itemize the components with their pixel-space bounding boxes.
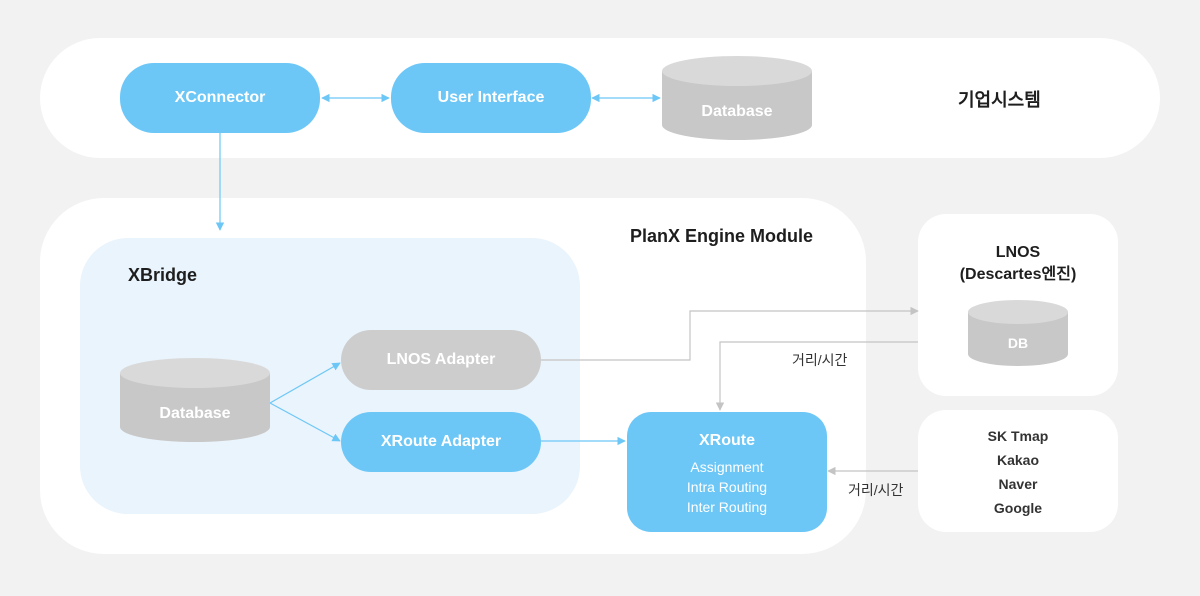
lnos-xroute-edge-label: 거리/시간	[792, 352, 848, 368]
lnos-adapter-node[interactable]: LNOS Adapter	[341, 330, 541, 390]
lnos-xroute-arrow	[715, 341, 918, 411]
providers-panel	[918, 410, 1118, 532]
lnos-adapter-lnos-arrow	[541, 306, 919, 361]
user-interface-node[interactable]: User Interface	[391, 63, 591, 133]
lnos-title-line1: LNOS	[995, 244, 1041, 261]
lnos-title-line2: (Descartes엔진)	[959, 266, 1077, 283]
xroute-line-assignment: Assignment	[690, 459, 764, 475]
xroute-adapter-node[interactable]: XRoute Adapter	[341, 412, 541, 472]
enterprise-database-label: Database	[701, 103, 773, 120]
xroute-adapter-label: XRoute Adapter	[380, 433, 502, 450]
xbridge-database-label: Database	[159, 405, 231, 422]
xconnector-label: XConnector	[174, 89, 266, 106]
xconnector-node[interactable]: XConnector	[120, 63, 320, 133]
lnos-db-cylinder: DB	[968, 300, 1068, 366]
lnos-db-label: DB	[1007, 335, 1029, 351]
user-interface-label: User Interface	[437, 89, 545, 106]
xbridge-title: XBridge	[128, 265, 198, 285]
provider-sk-tmap: SK Tmap	[987, 428, 1049, 444]
providers-list: SK Tmap Kakao Naver Google	[918, 424, 1118, 520]
provider-google: Google	[993, 500, 1043, 516]
planx-engine-title: PlanX Engine Module	[630, 226, 814, 246]
enterprise-database-cylinder: Database	[662, 56, 812, 140]
provider-kakao: Kakao	[996, 452, 1040, 468]
xroute-line-inter-routing: Inter Routing	[686, 499, 768, 515]
xroute-node[interactable]: XRoute Assignment Intra Routing Inter Ro…	[627, 412, 827, 532]
providers-xroute-edge-label: 거리/시간	[848, 482, 904, 498]
lnos-title: LNOS (Descartes엔진)	[918, 242, 1118, 286]
lnos-adapter-label: LNOS Adapter	[386, 351, 496, 368]
xroute-line-intra-routing: Intra Routing	[686, 479, 768, 495]
provider-naver: Naver	[998, 476, 1038, 492]
db-lnos-adapter-arrow	[269, 362, 341, 404]
xbridge-database-cylinder: Database	[120, 358, 270, 442]
db-xroute-adapter-arrow	[269, 402, 341, 442]
xroute-title: XRoute	[699, 432, 755, 449]
enterprise-system-title: 기업시스템	[958, 90, 1041, 110]
